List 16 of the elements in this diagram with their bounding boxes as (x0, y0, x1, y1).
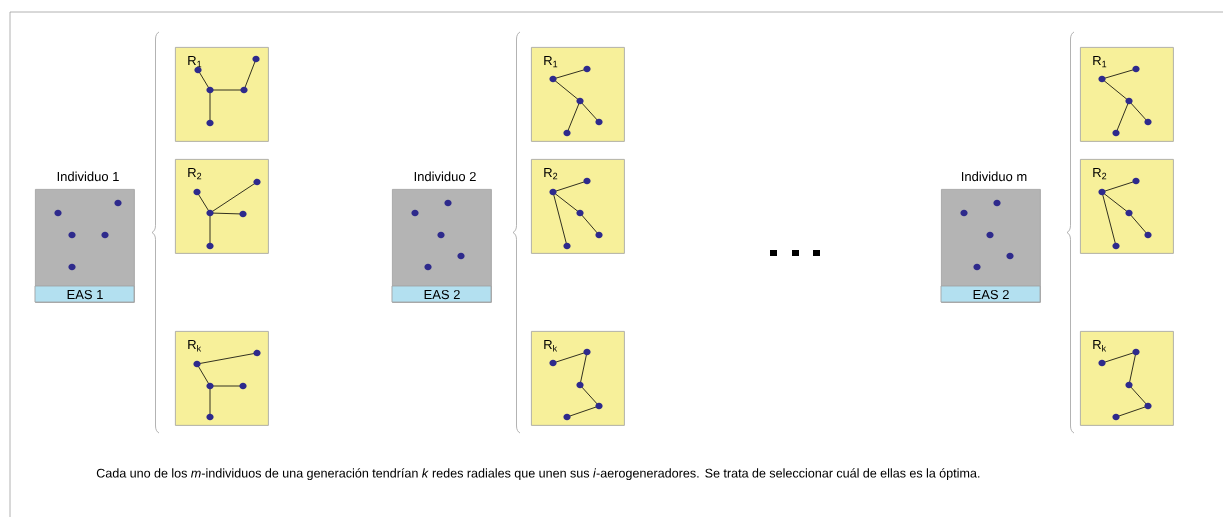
individual-box: Individuo 1 EAS 1 (34, 171, 135, 303)
network-box: R$_{1}$ (175, 47, 269, 142)
network-box: R$_{2}$ (1080, 159, 1174, 254)
network-box: R$_{k}$ (175, 331, 269, 426)
network-box: R$_{1}$ (531, 47, 625, 142)
node-label: Individuo m (961, 171, 1027, 182)
network-box: R$_{1}$ (1080, 47, 1174, 142)
individual-box: Individuo m EAS 2 (940, 171, 1041, 303)
network-box: R$_{2}$ (531, 159, 625, 254)
network-box: R$_{k}$ (1080, 331, 1174, 426)
individual-box: Individuo 2 EAS 2 (391, 171, 492, 303)
network-box: R$_{k}$ (531, 331, 625, 426)
caption: Cada uno de los m-individuos de una generación tendrían k redes radiales que unen sus i-aerogeneradores. Se trata de seleccionar cuál de ellas es la óptima. (96, 468, 980, 481)
node-label: Individuo 1 (57, 171, 119, 182)
network-box: R$_{2}$ (175, 159, 269, 254)
node-label: Individuo 2 (414, 171, 476, 182)
